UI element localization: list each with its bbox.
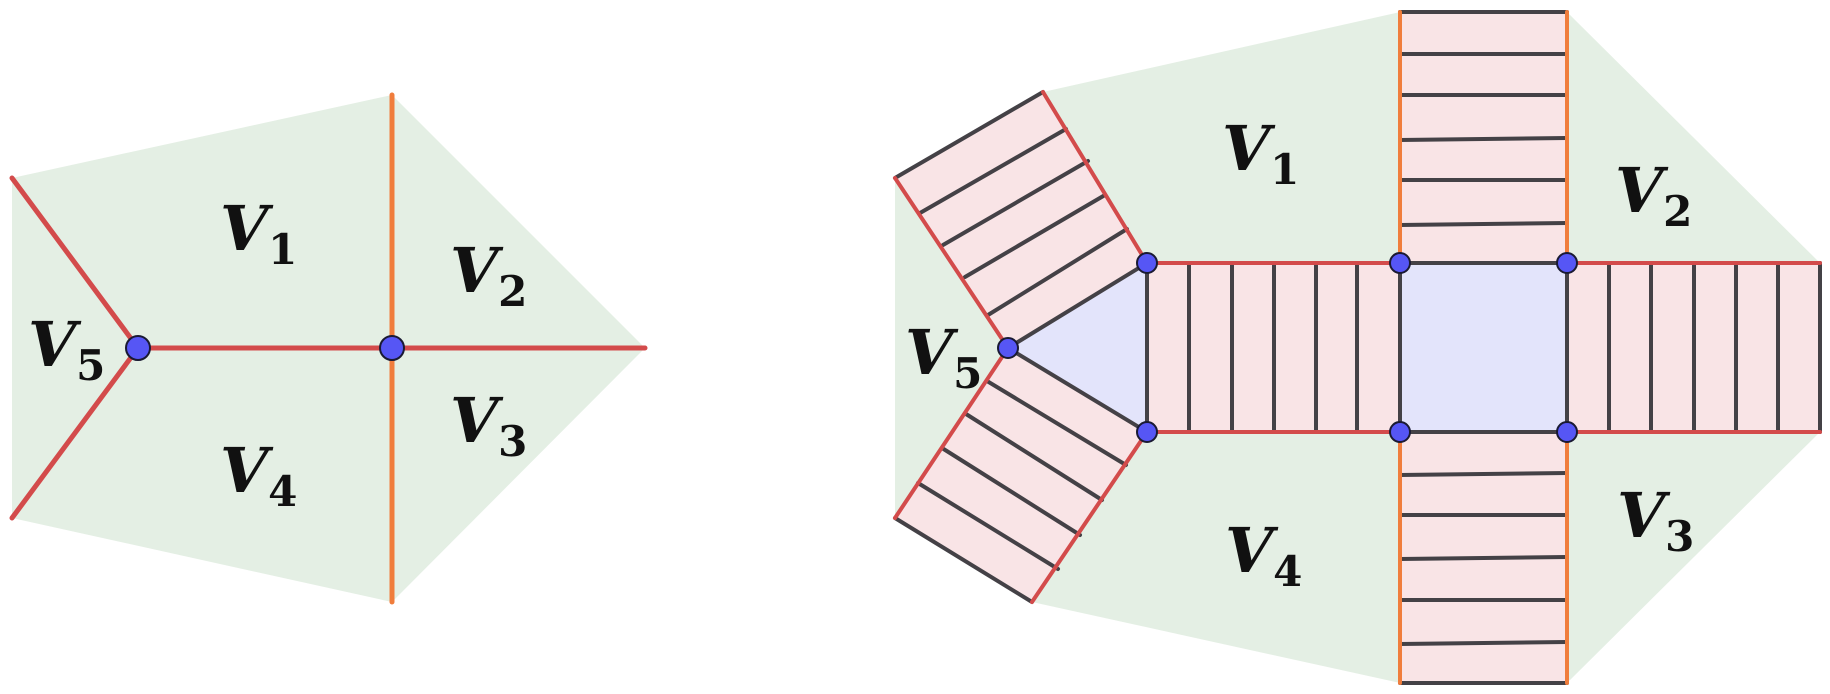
right-node-square-tr bbox=[1556, 252, 1578, 274]
hatching-lower-left bbox=[916, 379, 1128, 571]
right-label-v4: V4 bbox=[1225, 514, 1302, 596]
right-diagram: V1 V2 V3 V4 V5 bbox=[893, 10, 1822, 685]
right-label-v5: V5 bbox=[905, 316, 982, 398]
right-node-square-bl bbox=[1389, 421, 1411, 443]
hatching-middle bbox=[1187, 261, 1780, 434]
left-label-v4: V4 bbox=[220, 434, 297, 516]
right-nodes bbox=[997, 252, 1578, 443]
right-label-v3: V3 bbox=[1617, 479, 1694, 561]
node-face-square bbox=[1400, 263, 1567, 432]
left-label-v3: V3 bbox=[450, 384, 527, 466]
left-diagram: V1 V2 V3 V4 V5 bbox=[9, 92, 648, 605]
right-label-v2: V2 bbox=[1615, 154, 1692, 236]
left-label-v5: V5 bbox=[28, 308, 105, 390]
hatching-top bbox=[1398, 10, 1569, 227]
hatching-bottom bbox=[1398, 471, 1569, 685]
node-face-triangle bbox=[1008, 263, 1147, 432]
left-label-v2: V2 bbox=[450, 234, 527, 316]
strip-lower-left bbox=[895, 348, 1147, 602]
dark-edges bbox=[893, 90, 1822, 604]
right-node-square-tl bbox=[1389, 252, 1411, 274]
left-edge-v1-v5 bbox=[9, 175, 141, 351]
hatching-upper-left bbox=[918, 127, 1129, 317]
strip-upper-left bbox=[895, 92, 1147, 348]
left-node-a bbox=[125, 335, 151, 361]
right-node-tri-bottom bbox=[1136, 421, 1158, 443]
right-node-tri-top bbox=[1136, 252, 1158, 274]
right-node-square-br bbox=[1556, 421, 1578, 443]
right-node-left bbox=[997, 337, 1019, 359]
left-edge-v4-v5 bbox=[9, 345, 141, 521]
right-label-v1: V1 bbox=[1222, 112, 1299, 194]
left-label-v1: V1 bbox=[220, 192, 297, 274]
red-edges bbox=[893, 90, 1822, 604]
orange-edges bbox=[1398, 10, 1569, 685]
left-node-b bbox=[379, 335, 405, 361]
